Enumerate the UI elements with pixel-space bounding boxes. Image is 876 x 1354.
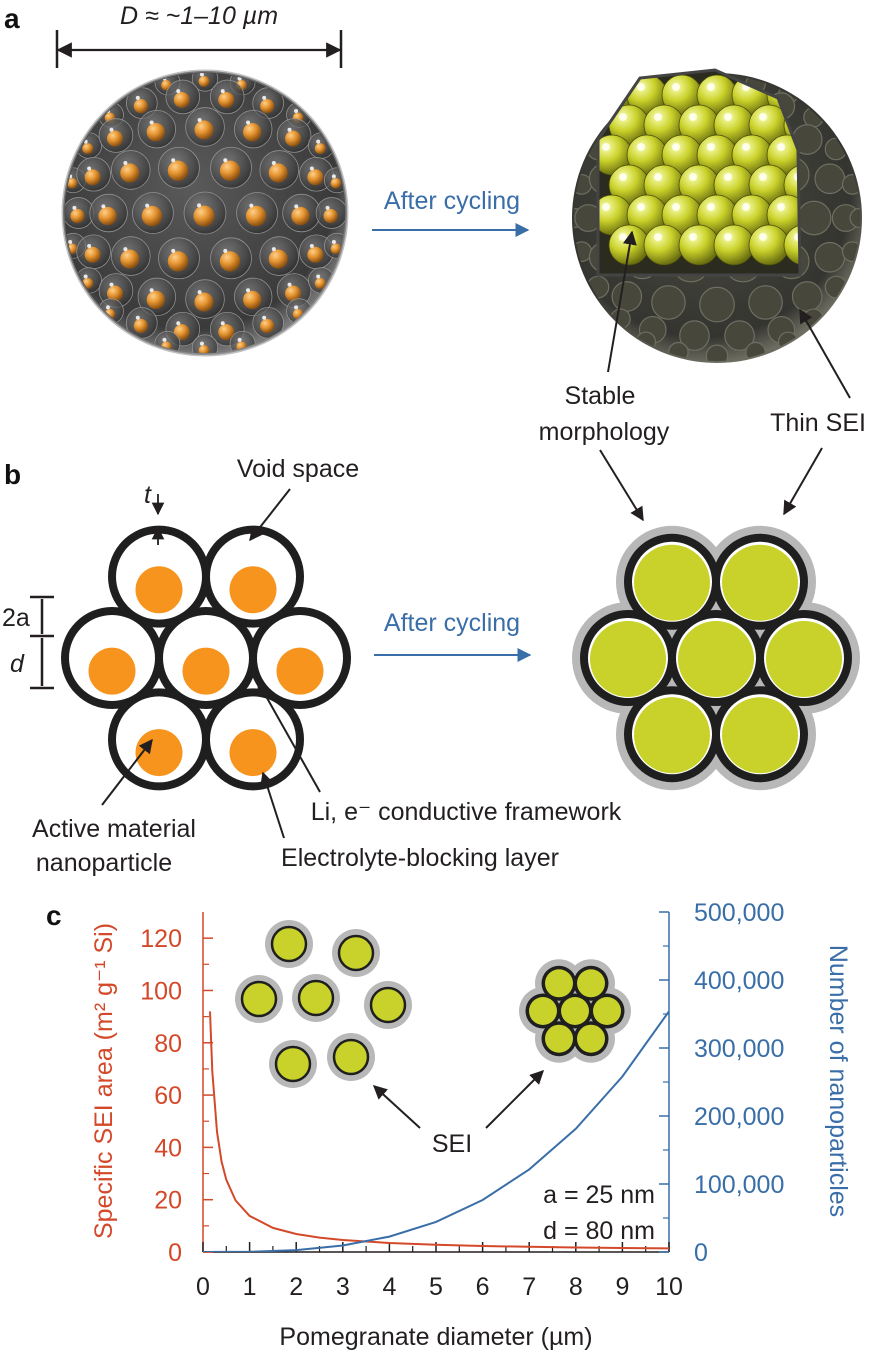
cluster-particle bbox=[577, 1024, 605, 1053]
chart: 0 1 2 3 4 5 6 7 8 9 10 0 20 40 60 80 100 120 0 100,000 200… bbox=[90, 899, 852, 1351]
sei-pointer-right bbox=[485, 1070, 544, 1129]
label-2a: 2a bbox=[2, 604, 30, 632]
y-tick-label: 0 bbox=[168, 1239, 182, 1267]
x-tick-label: 7 bbox=[522, 1273, 536, 1301]
cluster-particle bbox=[593, 997, 621, 1025]
y2-axis-label: Number of nanoparticles bbox=[824, 945, 852, 1217]
y-tick-label: 20 bbox=[154, 1187, 182, 1215]
y2-tick-label: 400,000 bbox=[694, 967, 784, 995]
pomegranate-sphere-before bbox=[61, 69, 349, 357]
x-tick-label: 5 bbox=[429, 1273, 443, 1301]
x-tick-label: 1 bbox=[243, 1273, 257, 1301]
y2-tick-label: 100,000 bbox=[694, 1171, 784, 1199]
pomegranate-cross-section-after bbox=[572, 525, 860, 791]
series-line-nanoparticles bbox=[203, 1010, 669, 1252]
x-tick-label: 9 bbox=[615, 1273, 629, 1301]
cluster-particle bbox=[561, 997, 589, 1025]
y2-tick-label: 300,000 bbox=[694, 1035, 784, 1063]
active-material-label-line1: Active material bbox=[32, 815, 196, 843]
y-tick-label: 100 bbox=[140, 977, 182, 1005]
diameter-dimension: D ≈ ~1–10 µm bbox=[55, 2, 343, 68]
after-cycling-label-b: After cycling bbox=[384, 609, 520, 637]
y-axis-label: Specific SEI area (m² g⁻¹ Si) bbox=[90, 923, 118, 1239]
sei-pointer-left bbox=[372, 1085, 421, 1129]
diameter-label: D ≈ ~1–10 µm bbox=[120, 2, 278, 30]
x-tick-label: 4 bbox=[382, 1273, 396, 1301]
particle bbox=[369, 986, 407, 1024]
label-d: d bbox=[10, 650, 25, 678]
void-space-label: Void space bbox=[237, 455, 359, 483]
after-cycling-label-a: After cycling bbox=[384, 187, 520, 215]
x-axis-label: Pomegranate diameter (µm) bbox=[279, 1323, 592, 1351]
framework-pointer bbox=[257, 680, 321, 793]
y2-tick-label: 200,000 bbox=[694, 1103, 784, 1131]
size-dimension bbox=[30, 595, 54, 690]
cluster-particle bbox=[545, 969, 573, 998]
stable-label-line2: morphology bbox=[539, 418, 670, 446]
y2-tick-label: 0 bbox=[694, 1239, 708, 1267]
after-cycling-arrow-b: After cycling bbox=[374, 609, 532, 662]
framework-label: Li, e⁻ conductive framework bbox=[311, 798, 622, 826]
after-cycling-arrow-a: After cycling bbox=[372, 187, 530, 237]
pomegranate-sphere-after bbox=[572, 68, 862, 363]
y2-tick-label: 500,000 bbox=[694, 899, 784, 927]
blocking-layer-pointer bbox=[260, 771, 285, 839]
x-tick-label: 3 bbox=[336, 1273, 350, 1301]
panel-label-a: a bbox=[4, 3, 20, 34]
x-tick-label: 10 bbox=[655, 1273, 683, 1301]
cluster-particle bbox=[529, 997, 557, 1025]
x-tick-label: 6 bbox=[476, 1273, 490, 1301]
particle bbox=[274, 1045, 312, 1083]
sei-annotation-label: SEI bbox=[432, 1130, 472, 1158]
particle bbox=[297, 979, 335, 1017]
a-parameter-label: a = 25 nm bbox=[543, 1181, 655, 1209]
void-space-pointer bbox=[249, 488, 291, 542]
thickness-dimension: t bbox=[144, 481, 165, 545]
y-tick-label: 60 bbox=[154, 1082, 182, 1110]
thin-sei-label: Thin SEI bbox=[770, 409, 866, 437]
active-material-label-line2: nanoparticle bbox=[36, 849, 172, 877]
panel-label-c: c bbox=[46, 900, 62, 931]
particle bbox=[240, 980, 278, 1018]
y-tick-label: 120 bbox=[140, 925, 182, 953]
y-tick-label: 40 bbox=[154, 1134, 182, 1162]
particle bbox=[337, 934, 375, 972]
stable-label-line1: Stable bbox=[565, 382, 636, 410]
panel-label-b: b bbox=[4, 459, 21, 490]
x-tick-label: 2 bbox=[289, 1273, 303, 1301]
active-material-pointer bbox=[101, 738, 153, 806]
x-tick-label: 0 bbox=[196, 1273, 210, 1301]
cluster-particle bbox=[545, 1024, 573, 1053]
y-tick-label: 80 bbox=[154, 1030, 182, 1058]
d-parameter-label: d = 80 nm bbox=[543, 1217, 655, 1245]
x-tick-label: 8 bbox=[569, 1273, 583, 1301]
pomegranate-cross-section-before bbox=[61, 525, 351, 791]
series-line-sei-area bbox=[209, 1011, 669, 1250]
particle bbox=[332, 1038, 370, 1076]
blocking-layer-label: Electrolyte-blocking layer bbox=[281, 844, 559, 872]
label-pointer-arrows bbox=[599, 230, 851, 522]
t-label: t bbox=[144, 481, 152, 509]
cluster-particle bbox=[577, 969, 605, 998]
particle bbox=[270, 925, 308, 963]
